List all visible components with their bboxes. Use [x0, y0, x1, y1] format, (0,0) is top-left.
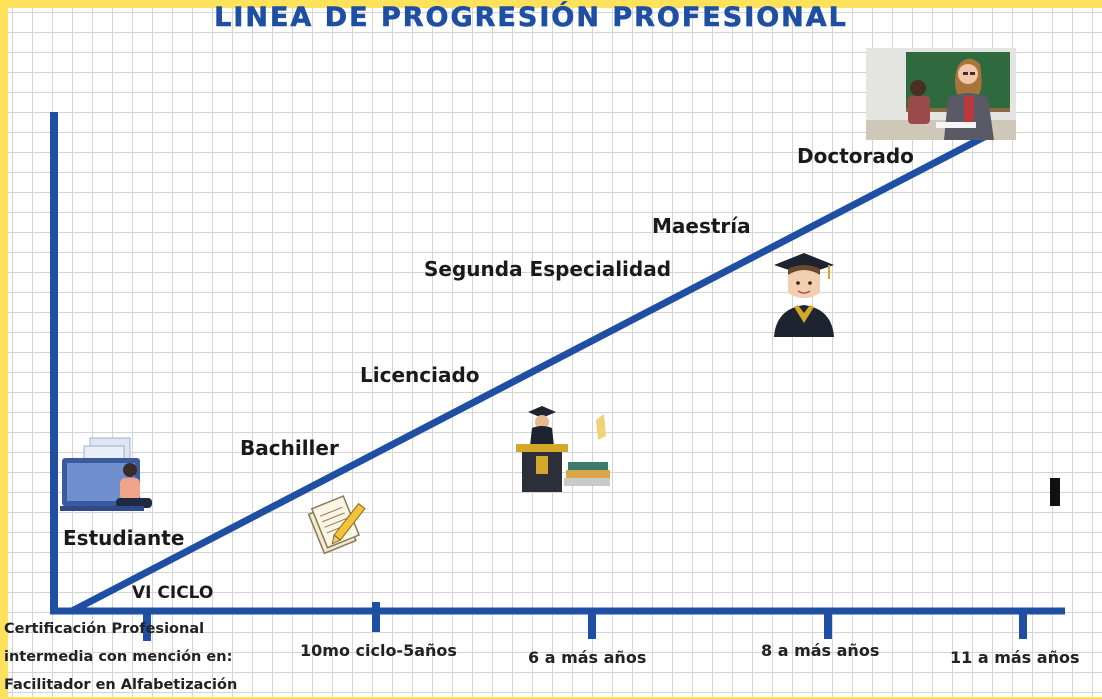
page-title: LINEA DE PROGRESIÓN PROFESIONAL [214, 2, 848, 34]
graduate-cap-icon [774, 253, 834, 337]
tick-label-3: 8 a más años [761, 641, 880, 660]
tick-mark-4 [824, 611, 832, 639]
stage-maestria: Maestría [652, 214, 751, 238]
black-marker [1050, 478, 1060, 506]
stage-estudiante: Estudiante [63, 526, 185, 550]
tick-mark-2 [372, 602, 380, 632]
progression-line [68, 130, 994, 615]
documents-pencil-icon [307, 495, 366, 555]
tick-label-4: 11 a más años [950, 648, 1080, 667]
stage-bachiller: Bachiller [240, 436, 339, 460]
student-laptop-icon [60, 437, 152, 511]
cert-line-2: intermedia con mención en: [4, 649, 233, 665]
stage-doctorado: Doctorado [797, 144, 914, 168]
certification-label: Certificación Profesional intermedia con… [4, 615, 237, 699]
tick-mark-5 [1019, 611, 1027, 639]
tick-label-2: 6 a más años [528, 648, 647, 667]
cert-line-3: Facilitador en Alfabetización [4, 677, 238, 693]
tick-mark-3 [588, 611, 596, 639]
stage-licenciado: Licenciado [360, 363, 480, 387]
teacher-classroom-icon [866, 48, 1016, 140]
stage-segunda-especialidad: Segunda Especialidad [424, 257, 672, 281]
tick-label-1: 10mo ciclo-5años [300, 641, 457, 660]
vi-ciclo-label: VI CICLO [132, 583, 214, 603]
cert-line-1: Certificación Profesional [4, 621, 205, 637]
tick-mark-1 [143, 611, 151, 641]
graduation-podium-icon [516, 406, 610, 492]
